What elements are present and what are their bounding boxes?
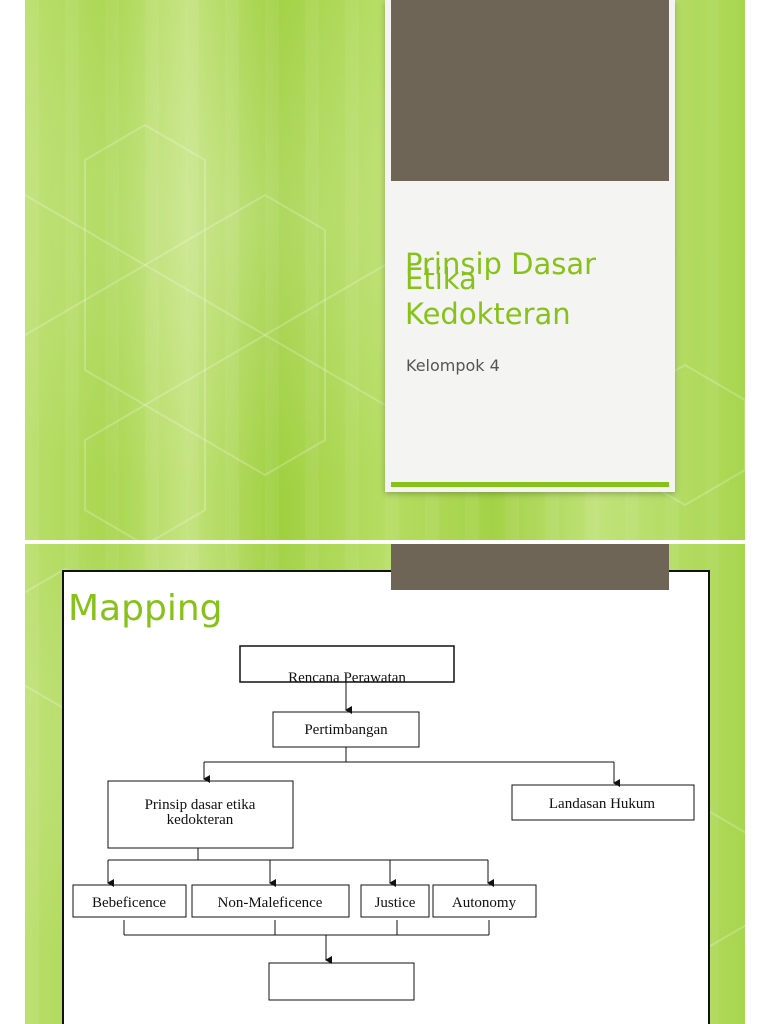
box-bebeficence bbox=[72, 884, 187, 918]
title-slide: Prinsip Dasar Etika Kedokteran Kelompok … bbox=[25, 0, 745, 540]
label-autonomy: Autonomy bbox=[452, 895, 517, 911]
label-pertimbangan: Pertimbangan bbox=[304, 722, 388, 738]
label-non-maleficence: Non-Maleficence bbox=[218, 895, 323, 911]
box-autonomy bbox=[432, 884, 537, 918]
slide-title-line-1: Prinsip Dasar bbox=[405, 247, 597, 281]
slide-subtitle: Kelompok 4 bbox=[406, 356, 500, 375]
slide-title-line-2: Etika bbox=[405, 262, 477, 296]
box-justice bbox=[360, 884, 430, 918]
mapping-title: Mapping bbox=[68, 588, 223, 629]
box-pertimbangan bbox=[272, 711, 420, 748]
label-prinsip-line-2: kedokteran bbox=[167, 812, 234, 828]
label-landasan-hukum: Landasan Hukum bbox=[549, 796, 656, 812]
box-result bbox=[268, 962, 415, 1001]
title-panel-accent-bar bbox=[391, 482, 669, 487]
box-prinsip-dasar bbox=[107, 780, 294, 849]
slide-title: Prinsip Dasar Etika Kedokteran bbox=[405, 250, 665, 329]
box-rencana-perawatan bbox=[239, 645, 455, 683]
title-panel-dark-header bbox=[391, 0, 669, 181]
title-panel: Prinsip Dasar Etika Kedokteran Kelompok … bbox=[385, 0, 675, 492]
mapping-dark-header-tab bbox=[391, 544, 669, 590]
box-landasan-hukum bbox=[511, 784, 695, 821]
box-non-maleficence bbox=[191, 884, 350, 918]
label-justice: Justice bbox=[375, 895, 416, 911]
label-rencana-perawatan: Rencana Perawatan bbox=[288, 670, 406, 686]
label-prinsip-line-1: Prinsip dasar etika bbox=[145, 797, 256, 813]
slide-title-line-3: Kedokteran bbox=[405, 297, 571, 331]
label-bebeficence: Bebeficence bbox=[92, 895, 166, 911]
